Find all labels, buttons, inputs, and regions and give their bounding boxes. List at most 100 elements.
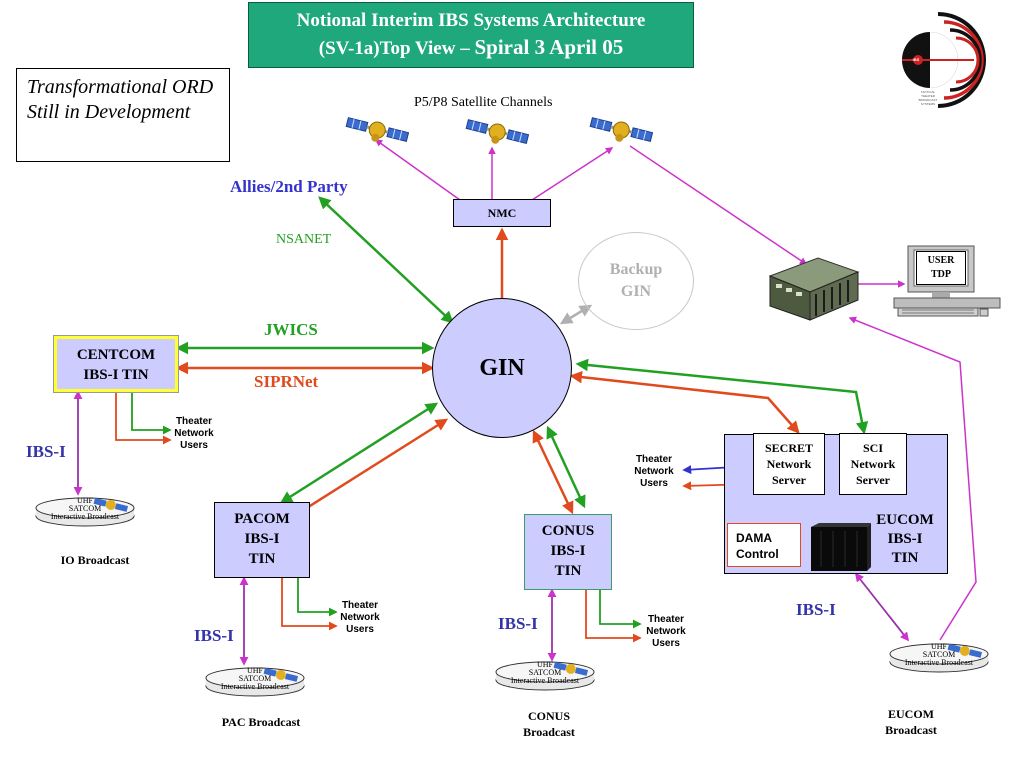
dama-control-box[interactable]: DAMA Control xyxy=(727,523,801,567)
satellite-icon xyxy=(589,117,654,143)
ibs-logo xyxy=(902,12,986,108)
secret-network-server[interactable]: SECRET Network Server xyxy=(753,433,825,495)
centcom-tin-node[interactable]: CENTCOM IBS-I TIN xyxy=(53,335,179,393)
user-tdp-line-2: TDP xyxy=(931,269,951,280)
user-tdp-label: USER TDP xyxy=(916,251,966,285)
satcom-disc-icon xyxy=(205,667,305,697)
diagram-title: Notional Interim IBS Systems Architectur… xyxy=(248,2,694,68)
link-conus-tnu-green xyxy=(599,590,642,629)
tnu-line: Users xyxy=(640,478,668,489)
logo-caption-line: TACTICAL xyxy=(920,90,936,94)
tnu-line: Network xyxy=(340,612,380,623)
io-broadcast-label: IO Broadcast xyxy=(60,553,130,567)
eucom-line-2: IBS-I xyxy=(887,531,923,547)
disc-line: SATCOM xyxy=(528,668,562,677)
theater-network-users: Theater Network Users xyxy=(166,416,222,452)
tnu-line: Theater xyxy=(175,416,213,427)
tnu-line: Network xyxy=(646,626,686,637)
link-secret-gin xyxy=(569,370,800,434)
pac-broadcast-disc[interactable]: UHF SATCOM Interactive Broadcast xyxy=(204,664,306,698)
disc-line: UHF xyxy=(536,660,553,669)
disc-line: Interactive Broadcast xyxy=(904,658,974,667)
backup-gin-node[interactable]: Backup GIN xyxy=(578,232,694,330)
secret-line-2: Network xyxy=(766,457,812,471)
conus-broadcast-label: CONUS Broadcast xyxy=(494,708,604,740)
ibs-i-label: IBS-I xyxy=(194,626,234,645)
sci-line-2: Network xyxy=(850,457,896,471)
link-sci-gin xyxy=(575,358,869,435)
link-conus-red xyxy=(532,429,574,515)
conus-line-2: IBS-I xyxy=(550,543,586,559)
link-conus-tnu-red xyxy=(585,590,642,643)
tnu-line: Theater xyxy=(647,614,685,625)
link-nmc-sat3 xyxy=(531,147,614,201)
secret-line-1: SECRET xyxy=(764,441,814,455)
nmc-node[interactable]: NMC xyxy=(453,199,551,227)
satellite-icon xyxy=(465,119,530,145)
theater-network-users: Theater Network Users xyxy=(626,454,682,490)
eucom-broadcast-label: EUCOM Broadcast xyxy=(856,706,966,738)
conus-tin-node[interactable]: CONUS IBS-I TIN xyxy=(524,514,612,590)
centcom-line-2: IBS-I TIN xyxy=(83,367,149,383)
sci-network-server[interactable]: SCI Network Server xyxy=(839,433,907,495)
disc-line: Interactive Broadcast xyxy=(50,512,120,521)
disc-line: Interactive Broadcast xyxy=(510,676,580,685)
link-centcom-tnu-red xyxy=(115,392,172,445)
link-gin-allies xyxy=(318,196,454,324)
eucom-line-1: EUCOM xyxy=(876,512,934,528)
conus-line-1: CONUS xyxy=(541,523,595,539)
siprnet-label: SIPRNet xyxy=(254,372,319,391)
gin-node[interactable]: GIN xyxy=(432,298,572,438)
theater-network-users: Theater Network Users xyxy=(638,614,694,650)
ibs-i-label: IBS-I xyxy=(26,442,66,461)
logo-caption-line: SYSTEMS xyxy=(920,102,936,106)
dama-line-2: Control xyxy=(736,547,779,561)
theater-network-users: Theater Network Users xyxy=(332,600,388,636)
disc-line: Interactive Broadcast xyxy=(220,682,290,691)
centcom-line-1: CENTCOM xyxy=(76,347,156,363)
sci-line-1: SCI xyxy=(862,441,883,455)
eucom-broadcast-line-1: EUCOM xyxy=(888,707,934,721)
dama-line-1: DAMA xyxy=(736,531,772,545)
io-broadcast-disc[interactable]: UHF SATCOM Interactive Broadcast xyxy=(34,494,136,528)
disc-line: UHF xyxy=(76,496,93,505)
eucom-tin-node[interactable]: SECRET Network Server SCI Network Server… xyxy=(724,433,948,574)
eucom-broadcast-line-2: Broadcast xyxy=(885,723,937,737)
pac-broadcast-label: PAC Broadcast xyxy=(221,715,301,729)
allies-label: Allies/2nd Party xyxy=(230,177,348,196)
link-sat3-rack xyxy=(629,145,808,265)
pacom-tin-node[interactable]: PACOM IBS-I TIN xyxy=(214,502,310,578)
title-line-2a: (SV-1a)Top View – xyxy=(318,38,475,59)
satcom-disc-icon xyxy=(35,497,135,527)
eucom-label: EUCOM IBS-I TIN xyxy=(871,511,939,568)
link-eucom-broadcast-rack xyxy=(848,316,977,641)
disc-line: SATCOM xyxy=(68,504,102,513)
title-line-2b: Spiral 3 April 05 xyxy=(474,35,624,59)
dama-hardware-icon xyxy=(811,523,871,571)
secret-line-3: Server xyxy=(772,473,806,487)
link-pacom-tnu-green xyxy=(297,578,338,617)
conus-line-3: TIN xyxy=(554,563,582,579)
link-centcom-tnu-green xyxy=(131,392,172,435)
nsanet-label: NSANET xyxy=(276,232,332,247)
conus-broadcast-disc[interactable]: UHF SATCOM Interactive Broadcast xyxy=(494,658,596,692)
tnu-line: Users xyxy=(346,624,374,635)
backup-gin-label-2: GIN xyxy=(620,283,652,300)
tnu-line: Network xyxy=(634,466,674,477)
tnu-line: Users xyxy=(180,440,208,451)
satellites-label: P5/P8 Satellite Channels xyxy=(414,95,553,110)
eucom-line-3: TIN xyxy=(891,550,919,566)
disc-line: UHF xyxy=(246,666,263,675)
link-pacom-red xyxy=(291,418,449,518)
conus-broadcast-line-2: Broadcast xyxy=(523,725,575,739)
sci-line-3: Server xyxy=(856,473,890,487)
pacom-line-2: IBS-I xyxy=(244,531,280,547)
disc-line: SATCOM xyxy=(238,674,272,683)
user-tdp-line-1: USER xyxy=(927,255,955,266)
link-gin-backup xyxy=(559,304,593,325)
logo-caption-line: BROADCAST xyxy=(918,98,938,102)
link-nmc-sat1 xyxy=(374,139,461,201)
pacom-line-1: PACOM xyxy=(234,511,290,527)
eucom-broadcast-disc[interactable]: UHF SATCOM Interactive Broadcast xyxy=(888,640,990,674)
